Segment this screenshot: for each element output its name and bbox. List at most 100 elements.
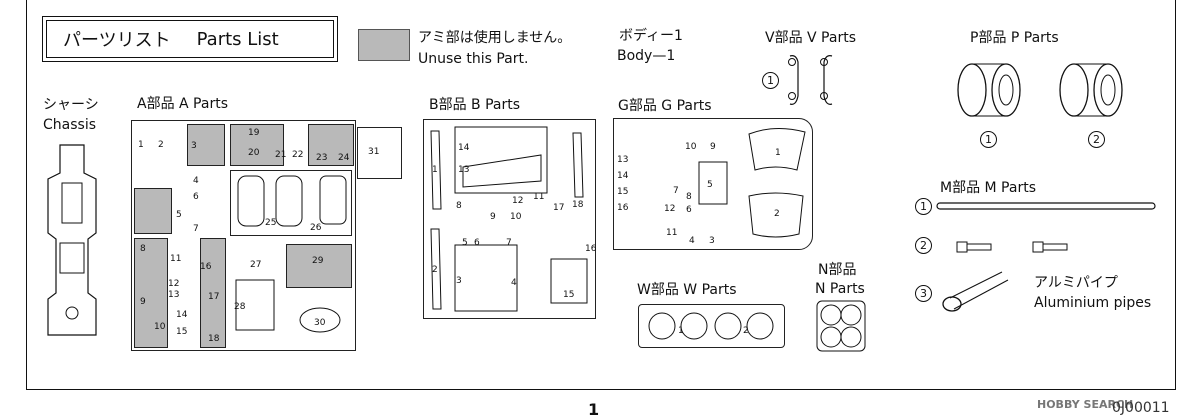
b-num: 5 (462, 238, 468, 248)
a-seats-25-26 (230, 170, 352, 236)
v-part (820, 58, 828, 66)
p-parts-label: P部品 P Parts (970, 30, 1059, 46)
b-num: 8 (456, 201, 462, 211)
g-num: 13 (617, 155, 629, 165)
v-part (820, 92, 828, 100)
a-num: 4 (193, 176, 199, 186)
g-parts-drawing (698, 128, 806, 238)
a-num: 24 (338, 153, 350, 163)
g-num: 8 (686, 192, 692, 202)
g-num: 15 (617, 187, 629, 197)
aluminium-jp: アルミパイプ (1034, 275, 1118, 291)
b-num: 11 (533, 192, 545, 202)
a-unused-5 (134, 188, 172, 234)
chassis-jp: シャーシ (43, 97, 99, 113)
chassis-en: Chassis (43, 117, 96, 133)
body-en: Body—1 (617, 48, 676, 64)
w-num: 1 (678, 326, 684, 336)
v-sprue-outline (789, 55, 833, 105)
b-parts-label: B部品 B Parts (429, 97, 521, 113)
b-num: 10 (510, 212, 522, 222)
a-num: 12 (168, 279, 180, 289)
g-num: 1 (775, 148, 781, 158)
parts-list-title-box: パーツリスト Parts List (42, 16, 338, 62)
a-num: 19 (248, 128, 260, 138)
v-parts-label: V部品 V Parts (765, 30, 856, 46)
m-circle-3: 3 (915, 285, 932, 302)
a-unused-16-18 (200, 238, 226, 348)
g-parts-label: G部品 G Parts (618, 98, 712, 114)
a-num: 31 (368, 147, 380, 157)
b-num: 13 (458, 165, 470, 175)
a-num: 26 (310, 223, 322, 233)
b-num: 16 (585, 244, 597, 254)
a-num: 16 (200, 262, 212, 272)
w-num: 2 (743, 326, 749, 336)
b-num: 1 (432, 165, 438, 175)
a-num: 6 (193, 192, 199, 202)
a-num: 30 (314, 318, 326, 328)
unuse-en: Unuse this Part. (418, 51, 529, 67)
n-parts-en: N Parts (815, 281, 865, 297)
a-parts-drawing (235, 175, 347, 333)
g-num: 5 (707, 180, 713, 190)
g-num: 4 (689, 236, 695, 246)
g-num: 12 (664, 204, 676, 214)
b-num: 14 (458, 143, 470, 153)
w-parts-drawing (648, 312, 774, 340)
title-jp: パーツリスト (63, 30, 171, 51)
watermark: HOBBY SEARCH (1037, 398, 1134, 411)
a-num: 13 (168, 290, 180, 300)
g-num: 11 (666, 228, 678, 238)
b-parts-drawing (430, 126, 588, 312)
a-num: 8 (140, 244, 146, 254)
b-num: 9 (490, 212, 496, 222)
n-parts-jp: N部品 (818, 262, 857, 278)
a-num: 15 (176, 327, 188, 337)
m-circle-2: 2 (915, 237, 932, 254)
a-num: 3 (191, 141, 197, 151)
g-num: 2 (774, 209, 780, 219)
product-code: 0J00011 (1112, 400, 1170, 416)
g-num: 10 (685, 142, 697, 152)
v-circle-1: 1 (762, 72, 779, 89)
w-parts-label: W部品 W Parts (637, 282, 737, 298)
g-num: 14 (617, 171, 629, 181)
chassis-drawing (47, 144, 97, 336)
a-unused-19-20 (230, 124, 284, 166)
page-frame (26, 0, 1176, 390)
b-num: 18 (572, 200, 584, 210)
b-num: 6 (474, 238, 480, 248)
a-num: 29 (312, 256, 324, 266)
b-sprue (423, 119, 596, 319)
aluminium-en: Aluminium pipes (1034, 295, 1152, 311)
g-num: 3 (709, 236, 715, 246)
p-circle-2: 2 (1088, 131, 1105, 148)
aluminium-pipe-drawing (942, 271, 1009, 312)
g-num: 16 (617, 203, 629, 213)
unuse-jp: アミ部は使用しません。 (418, 30, 572, 46)
a-num: 28 (234, 302, 246, 312)
g-num: 6 (686, 205, 692, 215)
m-screws-drawing (956, 241, 1068, 253)
b-num: 3 (456, 276, 462, 286)
n-parts-drawing (816, 300, 866, 352)
a-unused-8-10 (134, 238, 168, 348)
a-num: 11 (170, 254, 182, 264)
a-num: 9 (140, 297, 146, 307)
v-part (788, 92, 796, 100)
a-sprue-31 (357, 127, 402, 179)
unused-swatch (358, 29, 410, 61)
body-jp: ボディー1 (619, 28, 683, 44)
g-num: 9 (710, 142, 716, 152)
g-num: 7 (673, 186, 679, 196)
a-num: 17 (208, 292, 220, 302)
a-num: 21 (275, 150, 287, 160)
a-parts-label: A部品 A Parts (137, 96, 228, 112)
w-sprue (638, 304, 785, 348)
b-num: 7 (506, 238, 512, 248)
a-num: 2 (158, 140, 164, 150)
a-num: 10 (154, 322, 166, 332)
b-num: 17 (553, 203, 565, 213)
v-sprue (786, 52, 836, 108)
